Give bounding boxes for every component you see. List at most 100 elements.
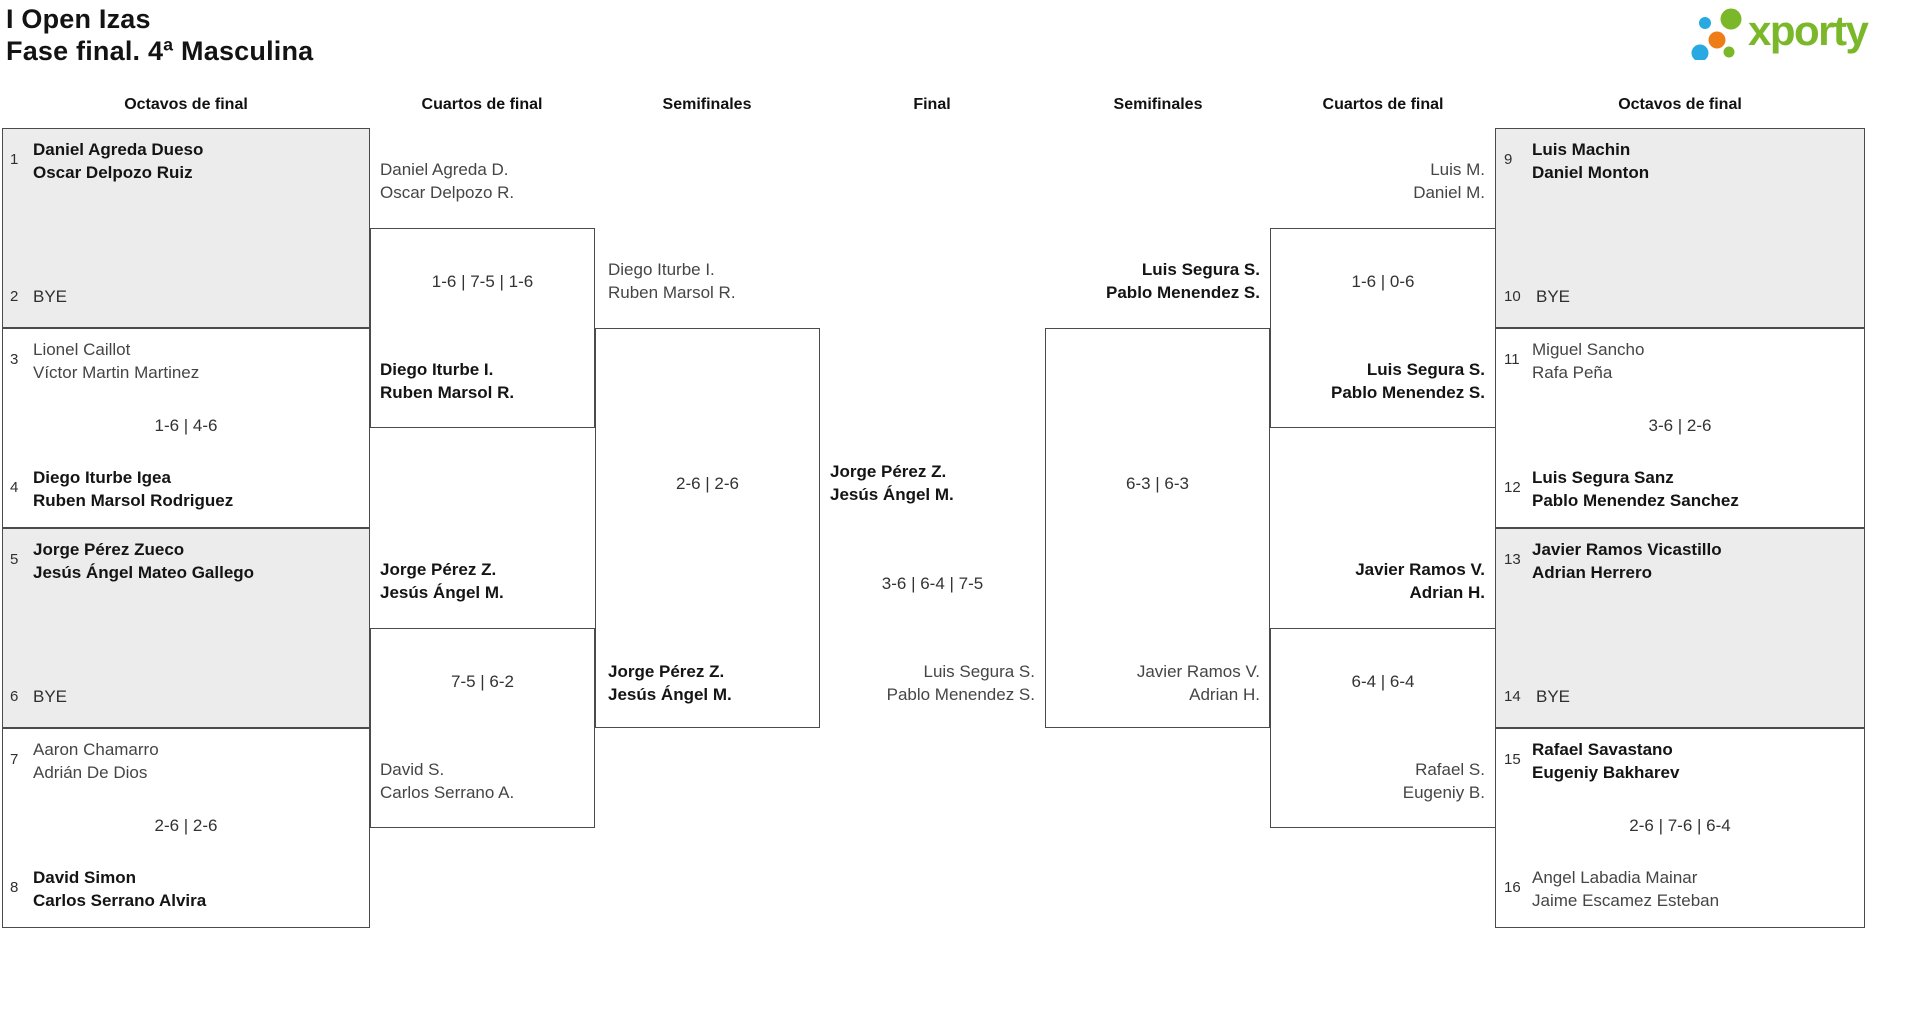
player-2: Jesús Ángel M.	[608, 685, 732, 704]
player-2: Ruben Marsol R.	[380, 383, 515, 402]
player-2: Ruben Marsol Rodriguez	[33, 491, 234, 510]
team-name: Jorge Pérez Z. Jesús Ángel M.	[608, 660, 732, 706]
team-name: Aaron Chamarro Adrián De Dios	[33, 738, 159, 784]
team-name: Luis M. Daniel M.	[1413, 158, 1485, 204]
match-box-semifinal-right	[1045, 328, 1270, 728]
match-score: 2-6 | 2-6	[154, 816, 218, 835]
team-name: Jorge Pérez Z. Jesús Ángel M.	[830, 460, 954, 506]
match-box-octavos-right-2	[1495, 328, 1865, 528]
player-2: Jesús Ángel Mateo Gallego	[33, 563, 255, 582]
team-name: Luis Machin Daniel Monton	[1532, 138, 1649, 184]
match-score: 1-6 | 7-5 | 1-6	[431, 272, 534, 291]
seed: 8	[10, 879, 19, 896]
page-subtitle: Fase final. 4ª Masculina	[6, 36, 314, 66]
xporty-wordmark: xporty	[1748, 7, 1869, 54]
seed: 1	[10, 151, 19, 168]
team-name: Jorge Pérez Zueco Jesús Ángel Mateo Gall…	[33, 538, 254, 584]
player-2: Víctor Martin Martinez	[33, 363, 200, 382]
seed: 10	[1504, 288, 1521, 305]
round-header-octavos-right: Octavos de final	[1618, 96, 1742, 113]
player-1: Luis Segura S.	[923, 662, 1035, 681]
round-header-cuartos-left: Cuartos de final	[421, 96, 543, 113]
team-name: Javier Ramos V. Adrian H.	[1137, 660, 1260, 706]
team-name: Daniel Agreda Dueso Oscar Delpozo Ruiz	[33, 138, 203, 184]
match-box-octavos-left-2	[2, 328, 370, 528]
xporty-dots-icon	[1691, 8, 1742, 60]
player-1: Aaron Chamarro	[33, 740, 159, 759]
seed: 4	[10, 479, 19, 496]
player-1: Jorge Pérez Z.	[380, 560, 497, 579]
player-1: Diego Iturbe I.	[380, 360, 494, 379]
team-name: Daniel Agreda D. Oscar Delpozo R.	[380, 158, 514, 204]
player-2: Oscar Delpozo R.	[380, 183, 515, 202]
xporty-logo[interactable]: xporty	[1690, 2, 1869, 60]
team-name: Rafael Savastano Eugeniy Bakharev	[1532, 738, 1679, 784]
player-2: Ruben Marsol R.	[608, 283, 736, 302]
player-2: Daniel M.	[1413, 183, 1485, 202]
player-2: Carlos Serrano Alvira	[33, 891, 207, 910]
team-name: David Simon Carlos Serrano Alvira	[33, 866, 206, 912]
match-score: 3-6 | 2-6	[1648, 416, 1712, 435]
player-1: Daniel Agreda D.	[380, 160, 509, 179]
player-1: Javier Ramos V.	[1355, 560, 1485, 579]
round-header-octavos-left: Octavos de final	[124, 96, 248, 113]
round-header-semis-left: Semifinales	[662, 96, 752, 113]
player-1: Daniel Agreda Dueso	[33, 140, 204, 159]
player-2: Oscar Delpozo Ruiz	[33, 163, 193, 182]
match-score: 6-3 | 6-3	[1125, 474, 1189, 493]
player-1: Diego Iturbe I.	[608, 260, 715, 279]
match-box-octavos-left-1	[2, 128, 370, 328]
seed: 12	[1504, 479, 1521, 496]
player-2: Pablo Menendez S.	[1106, 283, 1260, 302]
page-title: I Open Izas	[6, 4, 151, 34]
team-name: Jorge Pérez Z. Jesús Ángel M.	[380, 558, 504, 604]
seed: 7	[10, 751, 19, 768]
round-header-cuartos-right: Cuartos de final	[1322, 96, 1444, 113]
match-score: 3-6 | 6-4 | 7-5	[881, 574, 984, 593]
player-2: Adrian H.	[1189, 685, 1260, 704]
match-box-cuartos-right-1	[1270, 228, 1496, 428]
player-2: Jesús Ángel M.	[830, 485, 954, 504]
bye-label: BYE	[33, 687, 68, 706]
player-2: Pablo Menendez Sanchez	[1532, 491, 1739, 510]
player-1: Javier Ramos Vicastillo	[1532, 540, 1722, 559]
bye-label: BYE	[33, 287, 68, 306]
player-1: Jorge Pérez Z.	[608, 662, 725, 681]
player-2: Jesús Ángel M.	[380, 583, 504, 602]
team-name: Lionel Caillot Víctor Martin Martinez	[33, 338, 199, 384]
player-2: Eugeniy B.	[1402, 783, 1485, 802]
player-1: Javier Ramos V.	[1136, 662, 1260, 681]
seed: 2	[10, 288, 19, 305]
bye-label: BYE	[1536, 287, 1571, 306]
team-name: Javier Ramos V. Adrian H.	[1355, 558, 1485, 604]
team-name: Diego Iturbe Igea Ruben Marsol Rodriguez	[33, 466, 233, 512]
team-name: David S. Carlos Serrano A.	[380, 758, 514, 804]
player-1: Jorge Pérez Z.	[830, 462, 947, 481]
bye-label: BYE	[1536, 687, 1571, 706]
round-header-semis-right: Semifinales	[1113, 96, 1203, 113]
match-score: 2-6 | 2-6	[675, 474, 739, 493]
match-box-cuartos-left-2	[370, 628, 595, 828]
player-2: Jaime Escamez Esteban	[1532, 891, 1720, 910]
player-1: Luis Segura S.	[1141, 260, 1260, 279]
team-name: Diego Iturbe I. Ruben Marsol R.	[608, 258, 736, 304]
seed: 13	[1504, 551, 1521, 568]
player-2: Adrian Herrero	[1532, 563, 1652, 582]
player-1: David S.	[380, 760, 445, 779]
team-name: Diego Iturbe I. Ruben Marsol R.	[380, 358, 514, 404]
player-1: Luis Segura Sanz	[1532, 468, 1674, 487]
team-name: Angel Labadia Mainar Jaime Escamez Esteb…	[1532, 866, 1719, 912]
player-2: Pablo Menendez S.	[1331, 383, 1485, 402]
player-1: Luis M.	[1430, 160, 1485, 179]
player-1: Rafael S.	[1415, 760, 1485, 779]
match-box-cuartos-left-1	[370, 228, 595, 428]
match-box-octavos-right-4	[1495, 728, 1865, 928]
seed: 16	[1504, 879, 1521, 896]
seed: 14	[1504, 688, 1521, 705]
player-1: Luis Machin	[1532, 140, 1631, 159]
player-1: Jorge Pérez Zueco	[33, 540, 185, 559]
match-box-octavos-right-3	[1495, 528, 1865, 728]
team-name: Miguel Sancho Rafa Peña	[1532, 338, 1644, 384]
player-2: Carlos Serrano A.	[380, 783, 515, 802]
